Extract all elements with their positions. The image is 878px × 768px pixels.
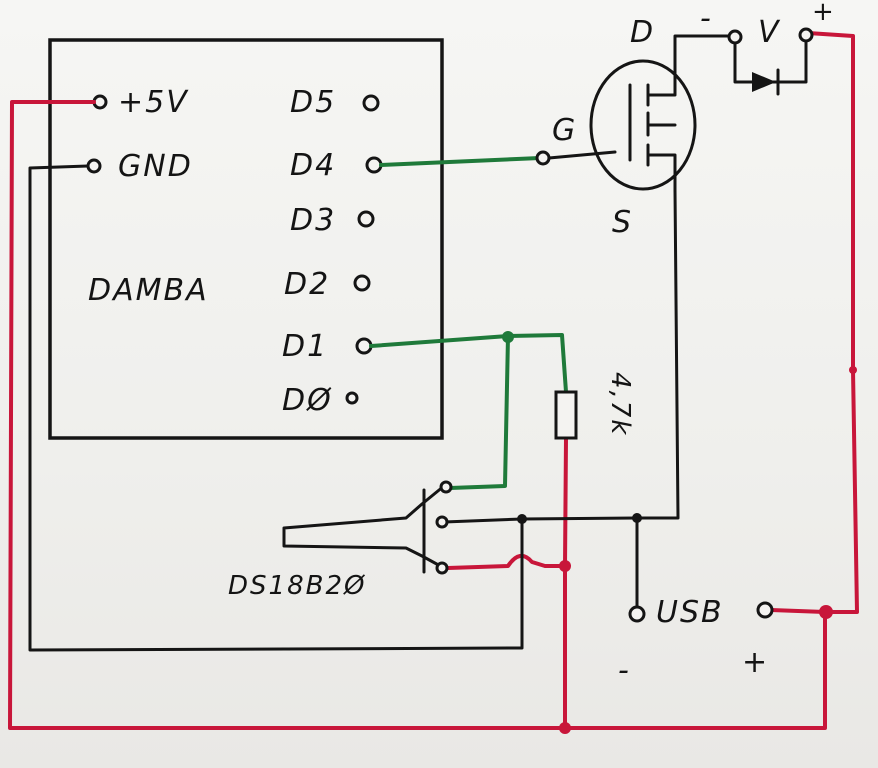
- board-name: DAMBA: [88, 273, 209, 308]
- label-d3: D3: [290, 203, 336, 238]
- sensor-pin-gnd: [435, 515, 449, 529]
- wire-data-sensor: [448, 334, 510, 490]
- label-gnd: GND: [118, 149, 193, 184]
- label-d1: D1: [282, 329, 328, 364]
- drain-label: D: [630, 15, 655, 50]
- gate-pin: [535, 150, 551, 166]
- junction-red-mid: [559, 560, 571, 572]
- usb-plus: +: [742, 645, 769, 680]
- gate-label: G: [552, 113, 577, 148]
- sensor-label: DS18B2Ø: [228, 571, 366, 601]
- pin-d3: [357, 210, 375, 228]
- label-5v: +5V: [118, 85, 189, 120]
- junction-red-right: [849, 366, 857, 374]
- wire-gnd-bus: [442, 188, 680, 524]
- sensor-pin-data: [439, 480, 453, 494]
- pin-d1: [355, 337, 373, 355]
- junction-black-1: [517, 514, 527, 524]
- wire-5v-left: [8, 100, 827, 730]
- mosfet-body: [589, 59, 697, 191]
- pin-d5: [362, 94, 380, 112]
- pin-gnd: [86, 158, 102, 174]
- junction-red-bottom: [559, 722, 571, 734]
- label-d2: D2: [284, 267, 330, 302]
- usb-minus-pin: [628, 605, 646, 623]
- pin-d2: [353, 274, 371, 292]
- board-outline: [48, 38, 444, 440]
- diode-icon: [752, 72, 776, 92]
- junction-black-2: [632, 513, 642, 523]
- junction-green: [502, 331, 514, 343]
- usb-label: USB: [656, 595, 724, 630]
- valve-minus-pin: [727, 29, 743, 45]
- valve-plus-pin: [798, 27, 814, 43]
- usb-plus-pin: [756, 601, 774, 619]
- pin-d4: [365, 156, 383, 174]
- sensor-pin-vdd: [435, 561, 449, 575]
- valve-plus: +: [812, 0, 836, 27]
- wire-gate: [379, 156, 542, 167]
- source-label: S: [612, 205, 633, 240]
- pin-d0: [345, 391, 359, 405]
- sensor-probe: [282, 484, 446, 570]
- resistor-label: 4,7k: [605, 372, 635, 436]
- mosfet-terminals: [646, 34, 730, 192]
- resistor-body: [554, 390, 578, 440]
- wire-usb-plus: [769, 31, 859, 614]
- mosfet-gate-line: [547, 83, 632, 162]
- wire-sensor-vdd: [446, 554, 567, 570]
- wire-5v-resistor: [563, 436, 568, 730]
- valve-minus: -: [700, 1, 713, 36]
- label-d5: D5: [290, 85, 336, 120]
- junction-red-usb: [819, 605, 833, 619]
- wire-gnd: [28, 164, 524, 652]
- wire-data: [369, 333, 568, 394]
- label-d0: DØ: [282, 383, 333, 418]
- valve-label: V: [758, 15, 781, 50]
- usb-minus: -: [618, 653, 631, 688]
- label-d4: D4: [290, 148, 336, 183]
